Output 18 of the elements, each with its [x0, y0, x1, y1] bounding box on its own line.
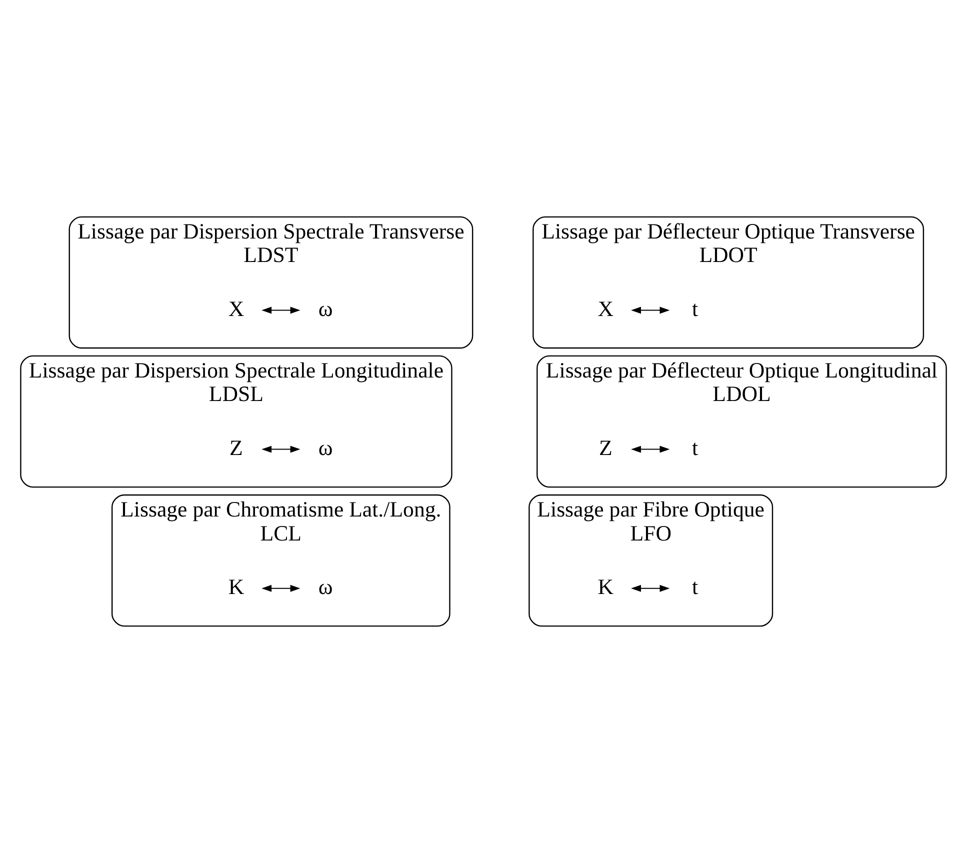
node-text: X — [228, 296, 244, 321]
node-text: Z — [230, 436, 243, 460]
node-text: X — [598, 296, 614, 321]
arrow — [631, 306, 670, 314]
node-text: t — [692, 296, 698, 321]
node-text: K — [598, 574, 614, 599]
arrow — [262, 446, 300, 453]
node-text: t — [692, 574, 698, 599]
arrow — [631, 446, 670, 453]
node-text: ω — [318, 436, 333, 460]
node-text: Z — [598, 436, 612, 460]
arrow — [631, 584, 670, 592]
node-text: K — [228, 574, 244, 599]
node-text: ω — [318, 574, 333, 599]
arrow — [262, 584, 300, 592]
arrow — [262, 306, 300, 314]
node-text: t — [692, 436, 698, 460]
node-text: ω — [318, 296, 333, 321]
